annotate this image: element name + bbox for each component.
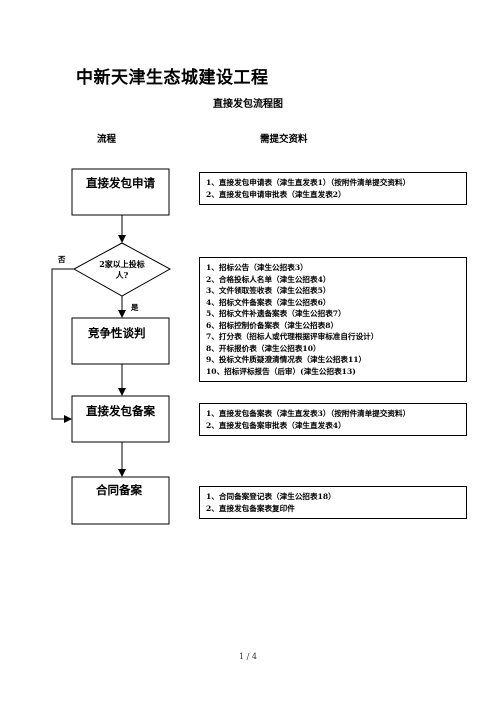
material-item: 10、招标评标报告（后审）(津生公招表13)	[206, 366, 356, 376]
step-label-apply: 直接发包申请	[86, 176, 155, 190]
step-label-record: 直接发包备案	[86, 404, 155, 418]
material-item: 2、直接发包备案审批表（津生直发表4）	[206, 420, 346, 430]
document-title: 中新天津生态城建设工程	[76, 68, 269, 88]
page-indicator: 1 / 4	[239, 652, 257, 661]
arrow-no-branch	[51, 268, 74, 423]
materials-box-contract: 1、合同备案登记表（津生公招表18） 2、直接发包备案表复印件	[199, 486, 467, 519]
yes-label: 是	[131, 303, 139, 312]
material-item: 2、合格投标人名单（津生公招表4）	[206, 274, 331, 284]
material-item: 1、直接发包申请表（津生直发表1）（按附件清单提交资料）	[206, 178, 411, 187]
material-item: 1、直接发包备案表（津生直发表3）（按附件清单提交资料）	[206, 409, 411, 418]
step-box-record	[71, 395, 170, 443]
materials-box-negotiation: 1、招标公告（津生公招表3） 2、合格投标人名单（津生公招表4） 3、文件领取签…	[199, 257, 467, 382]
step-box-contract	[71, 476, 170, 525]
material-item: 2、直接发包申请审批表（津生直发表2）	[206, 189, 346, 199]
step-label-negotiation: 竞争性谈判	[88, 326, 146, 340]
material-item: 9、投标文件质疑澄清情况表（津生公招表11）	[206, 355, 367, 364]
materials-box-record: 1、直接发包备案表（津生直发表3）（按附件清单提交资料） 2、直接发包备案审批表…	[199, 403, 467, 436]
material-item: 3、文件领取签收表（津生公招表5）	[206, 286, 331, 295]
material-item: 4、招标文件备案表（津生公招表6）	[206, 297, 331, 307]
material-item: 6、招标控制价备案表（津生公招表8）	[206, 320, 339, 330]
materials-box-apply: 1、直接发包申请表（津生直发表1）（按附件清单提交资料） 2、直接发包申请审批表…	[199, 172, 467, 205]
flowchart-title: 直接发包流程图	[213, 99, 283, 110]
column-header-materials: 需提交资料	[260, 134, 308, 145]
material-item: 2、直接发包备案表复印件	[206, 503, 295, 513]
step-box-apply	[71, 168, 170, 216]
material-item: 8、开标报价表（津生公招表10）	[206, 343, 321, 353]
no-label: 否	[58, 255, 66, 264]
step-label-contract: 合同备案	[96, 483, 142, 497]
material-item: 7、打分表（招标人或代理根据评审标准自行设计）	[206, 332, 379, 341]
material-item: 5、招标文件补遗备案表（津生公招表7）	[206, 309, 346, 318]
material-item: 1、合同备案登记表（津生公招表18）	[206, 492, 336, 501]
column-header-process: 流程	[97, 134, 117, 145]
material-item: 1、招标公告（津生公招表3）	[206, 263, 308, 272]
step-box-negotiation	[71, 317, 170, 365]
decision-label: 2家以上投标人?	[99, 259, 145, 280]
